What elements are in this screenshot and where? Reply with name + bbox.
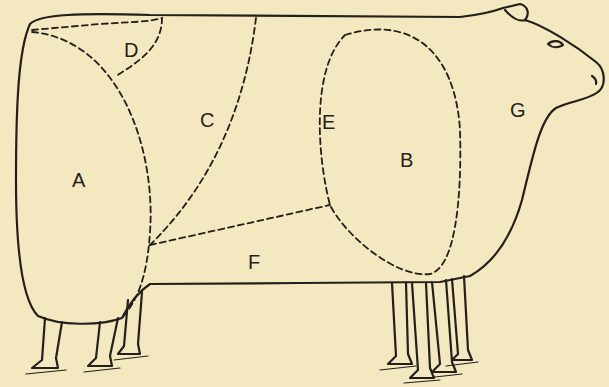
eye [548, 41, 563, 47]
nostril [592, 76, 596, 84]
hind-leg [88, 318, 118, 366]
sheep-outline [16, 4, 604, 324]
cut-letter: F [248, 252, 260, 272]
cut-letter: E [322, 112, 335, 132]
cut-line-a [32, 32, 151, 318]
cut-line-f [150, 205, 330, 245]
front-leg [388, 283, 412, 364]
cut-line-b [320, 29, 461, 274]
ear [505, 10, 526, 21]
hind-leg [118, 292, 142, 354]
cut-letter: A [72, 170, 85, 190]
cut-letter: C [200, 110, 214, 130]
front-leg [452, 276, 472, 360]
cut-letter: G [510, 100, 526, 120]
cut-line-c [150, 18, 256, 245]
front-leg [410, 283, 434, 378]
hoof-shadow [26, 356, 478, 383]
hind-leg [32, 318, 62, 368]
cut-letter: D [124, 40, 138, 60]
cut-line-d [32, 18, 162, 76]
cut-letter: B [400, 150, 413, 170]
